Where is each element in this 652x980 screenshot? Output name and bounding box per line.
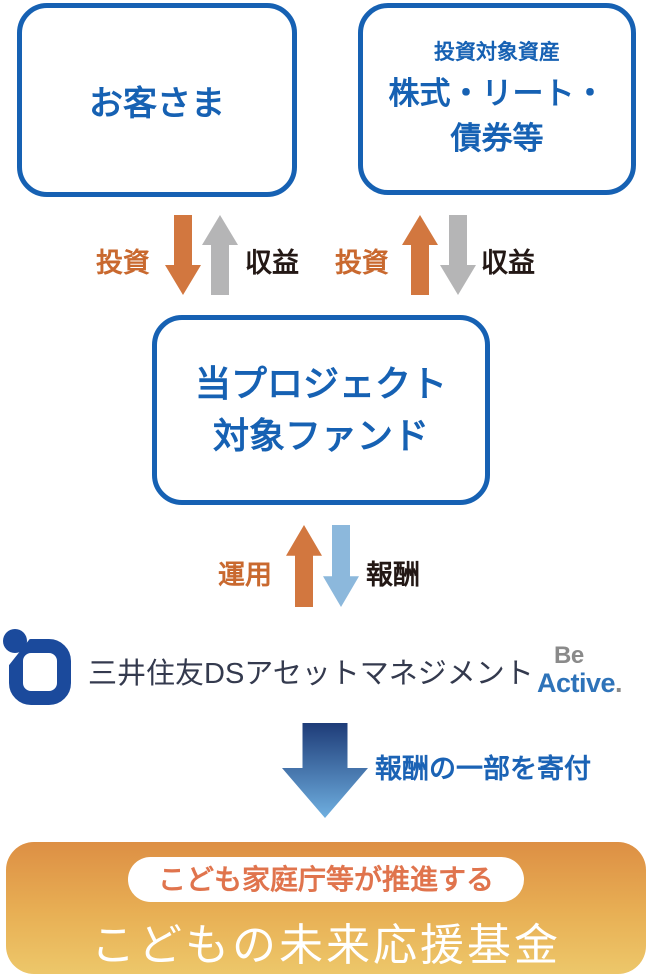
manage-label: 運用 [218, 560, 272, 590]
be-active-logo-line2: Active. [537, 670, 649, 697]
invest-down-arrow-icon [165, 215, 201, 295]
invest-up-arrow-icon [402, 215, 438, 295]
customer-box: お客さま [17, 3, 297, 197]
assets-box-line1: 株式・リート・ [388, 76, 606, 112]
charity-title: こどもの未来応援基金 [91, 921, 561, 970]
assets-box: 投資対象資産 株式・リート・ 債券等 [358, 3, 636, 195]
smdam-logo-icon [2, 626, 72, 706]
be-active-logo-dot: . [615, 668, 623, 698]
fee-label: 報酬 [366, 560, 420, 590]
company-name: 三井住友DSアセットマネジメント [88, 658, 534, 690]
customer-box-label: お客さま [89, 84, 225, 123]
be-active-logo-be: Be [554, 642, 584, 669]
donation-down-arrow-icon [282, 723, 368, 818]
fee-down-arrow-icon [323, 525, 359, 607]
project-fund-line2: 対象ファンド [212, 415, 429, 456]
manage-up-arrow-icon [286, 525, 322, 607]
assets-box-line2: 債券等 [450, 121, 544, 156]
profit-label-right: 収益 [481, 248, 535, 278]
project-fund-box: 当プロジェクト 対象ファンド [152, 315, 490, 505]
project-fund-line1: 当プロジェクト [194, 362, 447, 404]
charity-fund-box: こども家庭庁等が推進する こどもの未来応援基金 [6, 842, 646, 974]
profit-label-left: 収益 [245, 248, 299, 278]
be-active-logo: Be Active. [537, 644, 649, 697]
invest-label-left: 投資 [96, 248, 150, 278]
donation-label: 報酬の一部を寄付 [375, 754, 591, 784]
assets-box-subtitle: 投資対象資産 [434, 41, 560, 65]
invest-label-right: 投資 [335, 248, 389, 278]
be-active-logo-active: Active [537, 668, 616, 698]
charity-badge: こども家庭庁等が推進する [127, 857, 524, 902]
profit-up-arrow-icon [202, 215, 238, 295]
profit-down-arrow-icon [440, 215, 476, 295]
